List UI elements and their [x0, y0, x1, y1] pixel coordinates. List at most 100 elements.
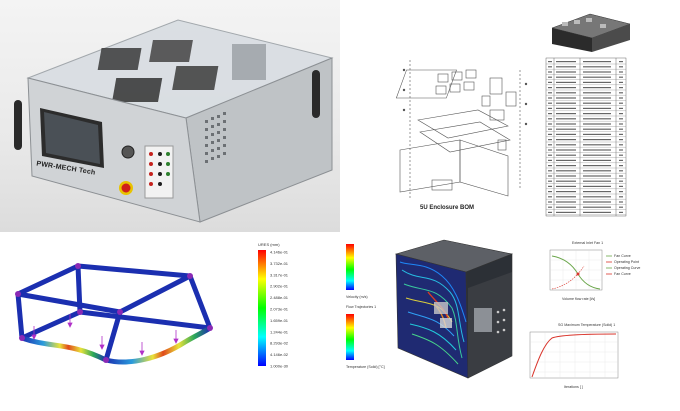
- fea-legend-value: 3.732e-01: [270, 261, 289, 266]
- bom-cell-mark: [583, 149, 611, 151]
- bom-cell-mark: [548, 139, 552, 141]
- bom-cell-mark: [619, 118, 623, 120]
- bom-cell-mark: [556, 87, 576, 89]
- bom-cell-mark: [619, 71, 623, 73]
- bom-cell-mark: [583, 118, 611, 120]
- chart1-title: External Inlet Fan 1: [572, 241, 603, 245]
- bom-cell-mark: [583, 81, 611, 83]
- bom-cell-mark: [548, 97, 552, 99]
- bom-cell-mark: [548, 71, 552, 73]
- fea-legend-value: 2.488e-01: [270, 295, 289, 300]
- bom-cell-mark: [556, 76, 576, 78]
- bom-cell-mark: [556, 133, 576, 135]
- bom-cell-mark: [583, 92, 611, 94]
- bom-cell-mark: [583, 71, 611, 73]
- bom-cell-mark: [556, 206, 576, 208]
- enclosure-render-image: [14, 19, 334, 223]
- bom-cell-mark: [619, 97, 623, 99]
- bom-cell-mark: [548, 128, 552, 130]
- bom-cell-mark: [548, 149, 552, 151]
- bom-cell-mark: [619, 66, 623, 68]
- bom-cell-mark: [583, 175, 611, 177]
- bom-panel: 5U Enclosure BOM: [340, 0, 680, 232]
- bom-cell-mark: [583, 211, 611, 213]
- bom-cell-mark: [556, 118, 576, 120]
- bom-cell-mark: [548, 180, 552, 182]
- bom-cell-mark: [548, 175, 552, 177]
- bom-cell-mark: [548, 66, 552, 68]
- bom-cell-mark: [619, 206, 623, 208]
- bom-cell-mark: [619, 149, 623, 151]
- velocity-legend-title: Velocity (m/s): [346, 295, 368, 299]
- fea-legend-bar: [258, 250, 266, 366]
- bom-cell-mark: [583, 191, 611, 193]
- bom-cell-mark: [619, 159, 623, 161]
- exploded-view-drawing: [395, 13, 631, 217]
- bom-cell-mark: [583, 123, 611, 125]
- bom-cell-mark: [556, 61, 576, 63]
- bom-cell-mark: [556, 128, 576, 130]
- bom-cell-mark: [548, 185, 552, 187]
- cfd-panel: Velocity (m/s) Flow Trajectories 1 Tempe…: [340, 232, 680, 411]
- bom-cell-mark: [556, 81, 576, 83]
- fea-legend-value: 4.146e-01: [270, 250, 289, 255]
- bom-cell-mark: [583, 196, 611, 198]
- chart1-xlabel: Volume flow rate [l/s]: [562, 297, 595, 301]
- bom-cell-mark: [583, 97, 611, 99]
- bom-cell-mark: [619, 61, 623, 63]
- bom-cell-mark: [548, 123, 552, 125]
- bom-cell-mark: [619, 133, 623, 135]
- chart2-temperature-curve: [531, 333, 617, 378]
- temperature-legend-bar: [346, 314, 354, 360]
- bom-cell-mark: [556, 175, 576, 177]
- chart1-operating-point: [576, 272, 580, 276]
- bom-cell-mark: [548, 61, 552, 63]
- bom-cell-mark: [583, 107, 611, 109]
- bom-cell-mark: [619, 76, 623, 78]
- bom-cell-mark: [556, 191, 576, 193]
- bom-cell-mark: [556, 170, 576, 172]
- bom-cell-mark: [556, 71, 576, 73]
- bom-cell-mark: [548, 102, 552, 104]
- bom-cell-mark: [548, 159, 552, 161]
- chart2-xlabel: Iterations [ ]: [564, 385, 583, 389]
- bom-cell-mark: [583, 206, 611, 208]
- fea-legend-value: 1.659e-01: [270, 318, 289, 323]
- bom-cell-mark: [619, 92, 623, 94]
- bom-cell-mark: [548, 113, 552, 115]
- bom-cell-mark: [583, 154, 611, 156]
- fea-legend-value: 1.000e-30: [270, 364, 289, 369]
- bom-cell-mark: [556, 92, 576, 94]
- bom-cell-mark: [556, 97, 576, 99]
- bom-cell-mark: [583, 87, 611, 89]
- bom-cell-mark: [583, 185, 611, 187]
- fea-legend-value: 8.293e-02: [270, 341, 289, 346]
- bom-cell-mark: [619, 102, 623, 104]
- bom-cell-mark: [583, 180, 611, 182]
- bom-cell-mark: [583, 159, 611, 161]
- enclosure-render-panel: PWR-MECH Tech: [0, 0, 340, 232]
- bom-cell-mark: [556, 144, 576, 146]
- bom-cell-mark: [556, 123, 576, 125]
- bom-cell-mark: [583, 201, 611, 203]
- bom-cell-mark: [548, 191, 552, 193]
- fea-legend-value: 1.244e-01: [270, 329, 289, 334]
- bom-cell-mark: [583, 170, 611, 172]
- fea-legend-value: 4.146e-02: [270, 352, 289, 357]
- bom-cell-mark: [548, 133, 552, 135]
- bom-cell-mark: [556, 201, 576, 203]
- bom-cell-mark: [556, 113, 576, 115]
- bom-cell-mark: [619, 81, 623, 83]
- chart1-legend-label: Operating Point: [614, 260, 639, 264]
- bom-cell-mark: [619, 113, 623, 115]
- bom-cell-mark: [556, 196, 576, 198]
- chart2-plot-area: [529, 331, 619, 379]
- fea-frame-plot: URES (mm) 4.146e-013.732e-013.317e-012.9…: [15, 242, 289, 369]
- bom-cell-mark: [583, 76, 611, 78]
- bom-cell-mark: [619, 139, 623, 141]
- bom-cell-mark: [548, 165, 552, 167]
- bom-cell-mark: [556, 159, 576, 161]
- bom-cell-mark: [583, 102, 611, 104]
- bom-cell-mark: [619, 211, 623, 213]
